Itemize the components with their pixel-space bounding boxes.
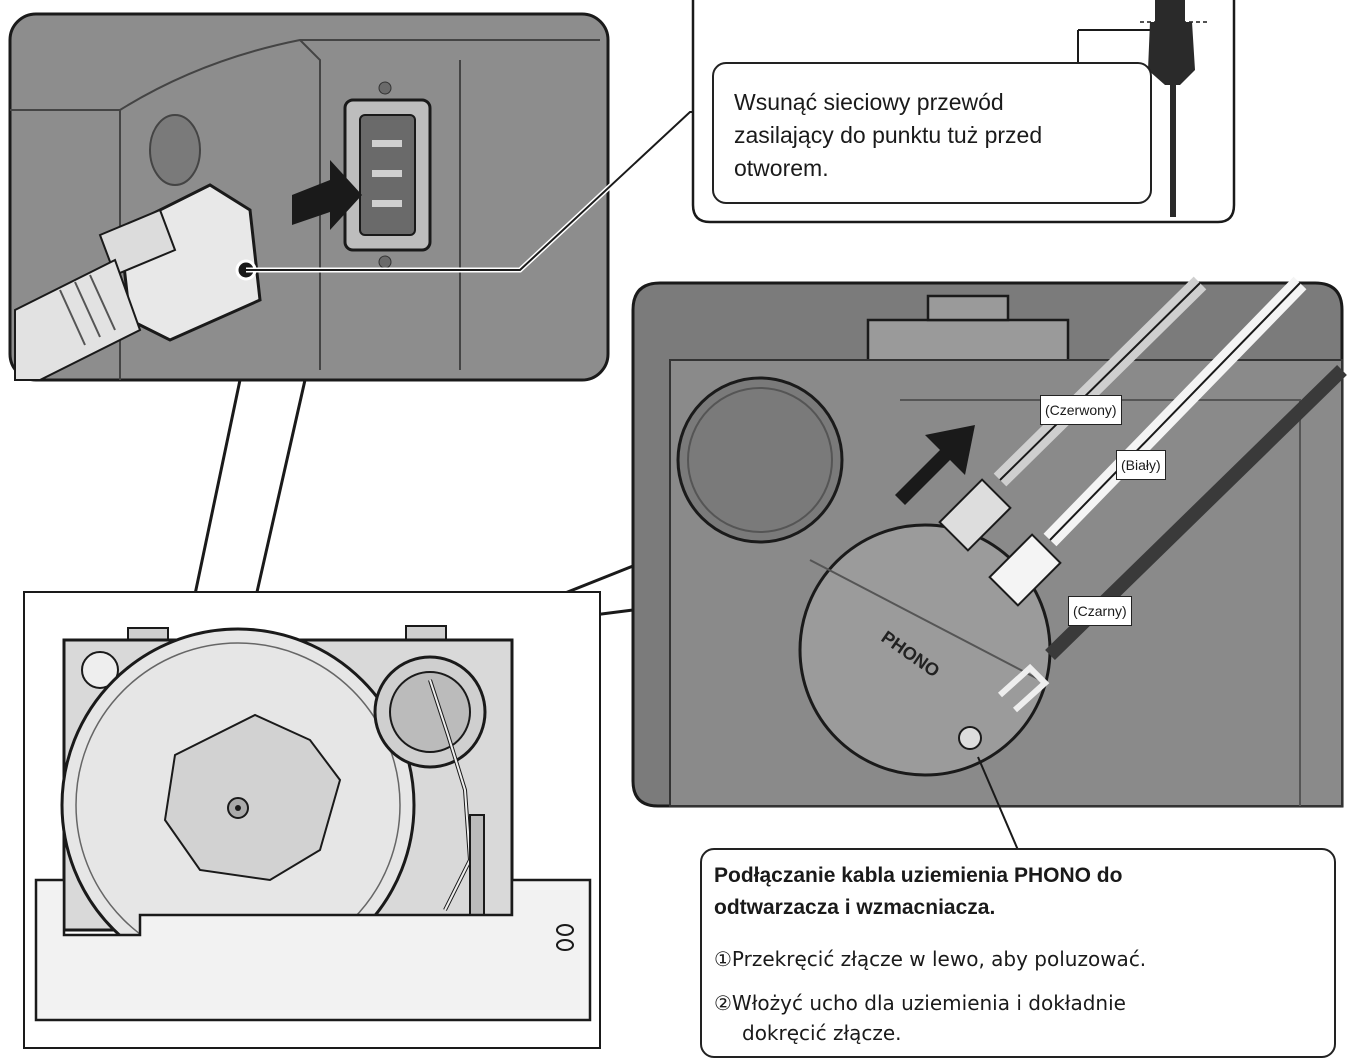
power-cord [14,258,142,381]
turntable-overview [23,591,601,1049]
power-note-line-2: zasilający do punktu tuż przed [734,122,1043,148]
cable-label-red: (Czerwony) [1040,395,1122,425]
power-note-line-1: Wsunąć sieciowy przewód [734,89,1004,115]
insert-arrow-icon [292,160,362,230]
phono-connection-closeup: PHONO [631,276,1347,851]
ground-note-title-line-2: odtwarzacza i wzmacniacza. [714,896,996,919]
power-inlet-closeup [8,12,712,382]
power-note-line-3: otworem. [734,155,829,181]
cable-label-white: (Biały) [1116,450,1166,480]
ground-note-title: Podłączanie kabla uziemienia PHONO do od… [714,860,1184,924]
cable-label-black: (Czarny) [1068,596,1132,626]
ground-step-2-line-2: dokręcić złącze. [742,1021,902,1045]
power-cord-instruction: Wsunąć sieciowy przewód zasilający do pu… [712,62,1152,204]
earth-terminal [958,726,982,750]
ground-step-2-line-1: ②Włożyć ucho dla uziemienia i dokładnie [714,991,1126,1015]
phono-arrow-icon [895,425,975,505]
ground-step-1: ①Przekręcić złącze w lewo, aby poluzować… [714,947,1147,971]
phono-ground-instruction: Podłączanie kabla uziemienia PHONO do od… [700,848,1336,1058]
screw-hole [149,114,201,186]
ground-step-2: ②Włożyć ucho dla uziemienia i dokładnie … [714,988,1144,1048]
ground-note-title-line-1: Podłączanie kabla uziemienia PHONO do [714,864,1123,887]
